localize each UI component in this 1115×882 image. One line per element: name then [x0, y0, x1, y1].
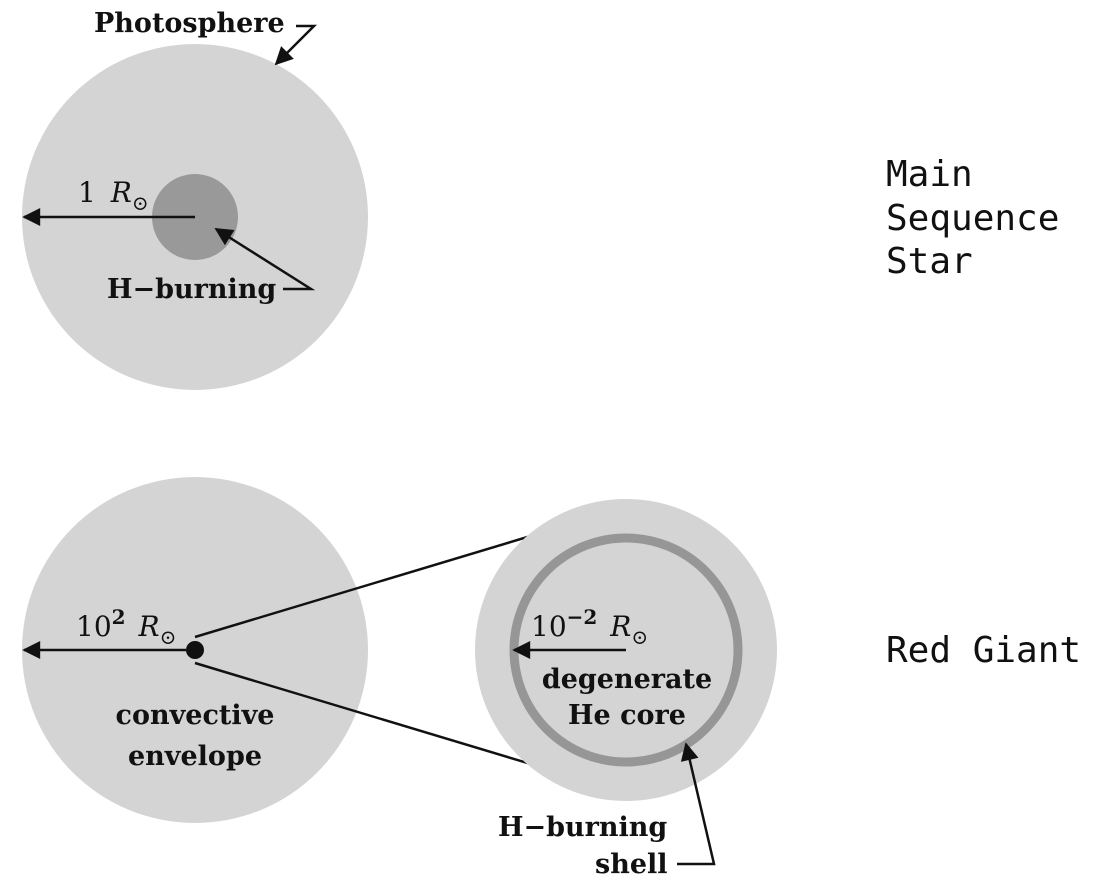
svg-text:Main: Main	[886, 154, 973, 195]
main-sequence-h-burning-arrow	[214, 227, 316, 291]
degenerate-core-label-2: He core	[568, 700, 686, 731]
zoom-line-bottom	[194, 661, 585, 782]
convective-envelope-label-1: convective	[116, 700, 275, 731]
degenerate-core-label-1: degenerate	[542, 664, 712, 695]
svg-text:Sequence: Sequence	[886, 198, 1059, 239]
svg-text:Star: Star	[886, 241, 973, 282]
photosphere-arrow	[274, 24, 318, 66]
red-giant-radius-label: 102 R⊙	[76, 598, 176, 649]
photosphere-label: Photosphere	[94, 8, 285, 39]
main-sequence-title: Main Sequence Star	[886, 154, 1059, 282]
zoom-line-top	[194, 518, 585, 639]
main-sequence-group: 1 R⊙ H−burning Photosphere	[22, 8, 368, 390]
convective-envelope-label-2: envelope	[128, 741, 262, 772]
red-giant-core-dot	[186, 641, 204, 659]
red-giant-core-zoom: 10−2 R⊙ degenerate He core H−burning she…	[475, 499, 777, 880]
red-giant-group: 102 R⊙ convective envelope	[22, 477, 585, 823]
h-burning-shell-label-2: shell	[595, 849, 668, 880]
red-giant-title: Red Giant	[886, 630, 1081, 671]
h-burning-shell-label-1: H−burning	[498, 812, 667, 843]
main-sequence-h-burning-label: H−burning	[107, 274, 276, 305]
h-burning-shell-arrow	[677, 742, 716, 866]
core-radius-label: 10−2 R⊙	[531, 598, 648, 649]
main-sequence-radius-label: 1 R⊙	[78, 176, 149, 215]
